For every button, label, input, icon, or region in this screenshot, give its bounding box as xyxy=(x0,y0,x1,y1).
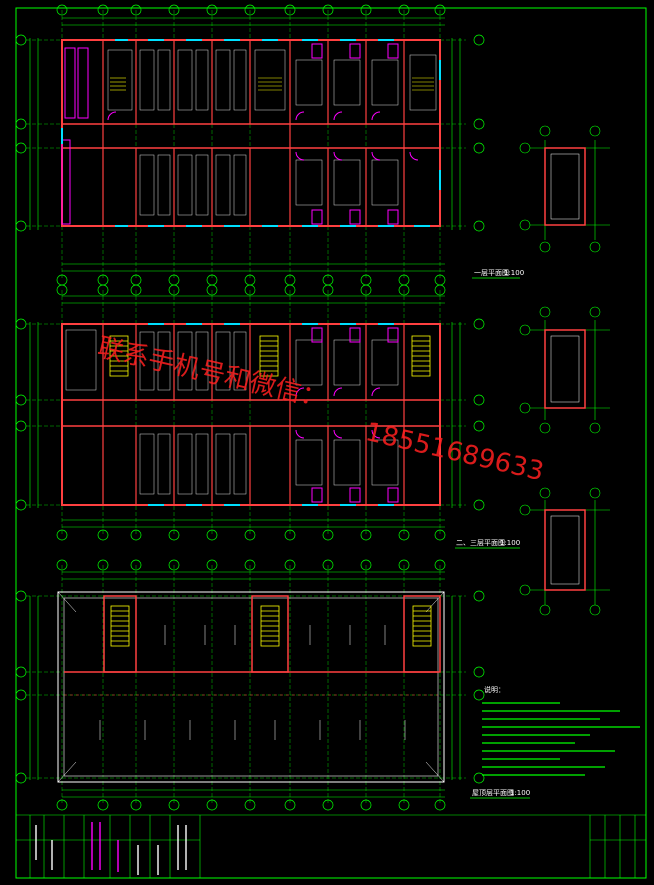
typical-floor-scale: 1:100 xyxy=(500,539,520,547)
ground-floor-plan: 一层平面图 1:100 xyxy=(15,4,524,286)
design-notes: 说明： xyxy=(482,685,640,776)
roof-plan-scale: 1:100 xyxy=(510,789,530,797)
typical-floor-plan: 二、三层平面图 1:100 xyxy=(15,284,520,549)
notes-heading: 说明： xyxy=(484,685,505,694)
roof-plan-title: 屋顶层平面图 xyxy=(472,789,514,797)
ground-floor-title: 一层平面图 xyxy=(474,269,509,277)
watermark: 联系手机号和微信： 18551689633 xyxy=(95,333,547,488)
drawing-frame xyxy=(15,7,647,879)
ground-floor-scale: 1:100 xyxy=(504,269,524,277)
stair-detail-plans xyxy=(519,125,610,616)
watermark-phone-number: 18551689633 xyxy=(363,417,547,487)
roof-plan: 屋顶层平面图 1:100 xyxy=(15,559,530,811)
typical-floor-title: 二、三层平面图 xyxy=(456,539,505,547)
title-block xyxy=(16,814,646,878)
